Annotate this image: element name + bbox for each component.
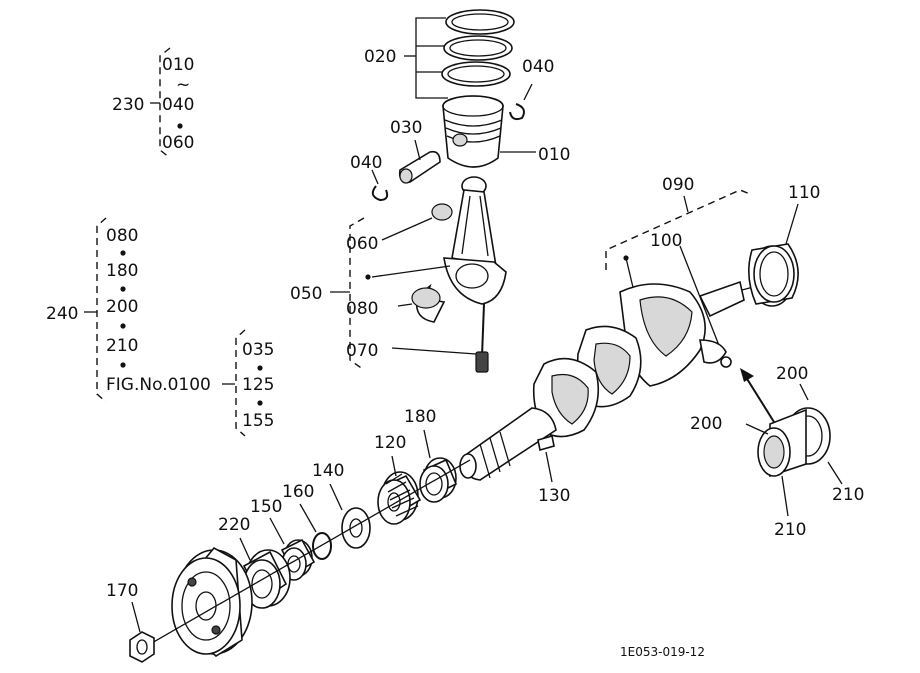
label-060: 060 — [346, 234, 378, 254]
group-230-dot — [177, 123, 183, 129]
main-bearing-110 — [748, 203, 799, 307]
label-200-lower: 200 — [690, 414, 722, 434]
label-040-left: 040 — [350, 153, 382, 173]
group-240-item-3: 200 — [106, 297, 138, 317]
group-240-dot-2 — [120, 286, 126, 292]
subgroup-0100-item-1: 035 — [242, 340, 274, 360]
label-040-right: 040 — [522, 57, 554, 77]
label-010: 010 — [538, 145, 570, 165]
subgroup-0100-bracket — [235, 329, 246, 437]
label-050: 050 — [290, 284, 322, 304]
label-100: 100 — [650, 231, 682, 251]
nut-170 — [129, 601, 155, 663]
collar-150 — [269, 517, 316, 581]
thrust-bearing — [745, 383, 843, 517]
crank-pulley — [149, 459, 471, 657]
label-080: 080 — [346, 299, 378, 319]
subgroup-0100: 035 125 155 — [235, 329, 274, 437]
label-030: 030 — [390, 118, 422, 138]
label-150: 150 — [250, 497, 282, 517]
label-180: 180 — [404, 407, 436, 427]
group-230: 230 010 ~ 040 060 — [112, 47, 194, 159]
group-240-item-5: FIG.No.0100 — [106, 375, 211, 395]
label-220: 220 — [218, 515, 250, 535]
piston-body — [442, 105, 504, 168]
group-230-item-1: 010 — [162, 55, 194, 75]
connecting-rod — [365, 176, 507, 305]
crankshaft — [459, 279, 781, 481]
collar-180 — [419, 429, 458, 503]
group-050-bracket — [349, 217, 365, 371]
subgroup-0100-dot-2 — [257, 400, 263, 406]
crank-key — [537, 434, 555, 483]
group-240-dot-3 — [120, 323, 126, 329]
group-240-item-4: 210 — [106, 336, 138, 356]
subgroup-0100-dot-1 — [257, 365, 263, 371]
group-240-item-2: 180 — [106, 261, 138, 281]
piston-rings — [404, 9, 515, 99]
group-240-label: 240 — [46, 304, 78, 324]
group-230-item-2: ~ — [176, 75, 190, 95]
piston-pin — [398, 139, 441, 184]
label-160: 160 — [282, 482, 314, 502]
label-020: 020 — [364, 47, 396, 67]
label-210-lower: 210 — [774, 520, 806, 540]
group-230-item-4: 060 — [162, 133, 194, 153]
subgroup-0100-item-3: 155 — [242, 411, 274, 431]
small-end-bushing — [431, 203, 453, 221]
label-140: 140 — [312, 461, 344, 481]
circlip-right — [509, 83, 533, 121]
label-110: 110 — [788, 183, 820, 203]
group-240-item-1: 080 — [106, 226, 138, 246]
piston — [442, 95, 536, 168]
group-230-item-3: 040 — [162, 95, 194, 115]
label-200-upper: 200 — [776, 364, 808, 384]
label-120: 120 — [374, 433, 406, 453]
group-230-bracket — [159, 47, 171, 159]
figure-code: 1E053-019-12 — [620, 645, 705, 659]
label-090: 090 — [662, 175, 694, 195]
con-rod-bolt — [391, 303, 489, 373]
oil-seal-220 — [239, 537, 291, 609]
group-230-label: 230 — [112, 95, 144, 115]
group-090-bracket — [605, 189, 751, 270]
group-240-bracket — [96, 217, 107, 403]
label-170: 170 — [106, 581, 138, 601]
label-070: 070 — [346, 341, 378, 361]
label-130: 130 — [538, 486, 570, 506]
group-240-dot-1 — [120, 250, 126, 256]
group-240: 240 080 180 200 210 FIG.No.0100 — [46, 217, 235, 403]
con-rod-bearing — [397, 283, 446, 323]
o-ring-160 — [299, 503, 332, 560]
assembly-arrow — [740, 368, 775, 423]
subgroup-0100-item-2: 125 — [242, 375, 274, 395]
label-210-right: 210 — [832, 485, 864, 505]
crank-gear-120 — [377, 455, 422, 525]
washer-140 — [329, 483, 371, 549]
group-240-dot-4 — [120, 362, 126, 368]
circlip-left — [371, 169, 389, 202]
